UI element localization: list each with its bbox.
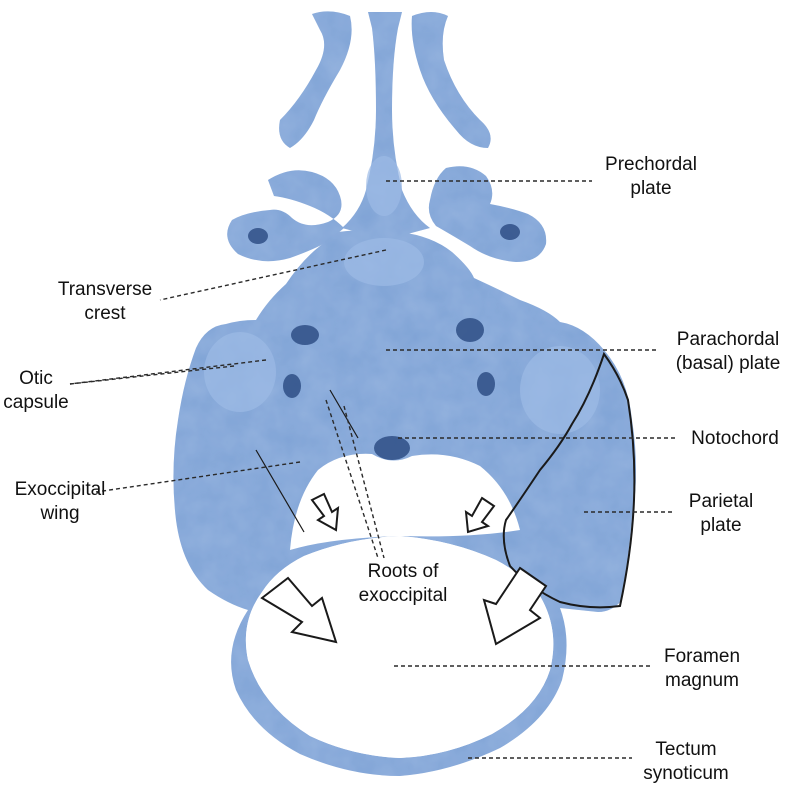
right-otic-foramen — [477, 372, 495, 396]
label-foramen-magnum: Foramen magnum — [654, 645, 750, 693]
label-roots-of-exoccipital: Roots of exoccipital — [346, 560, 460, 608]
left-nasal-cartilage — [279, 11, 352, 148]
label-exoccipital-wing: Exoccipital wing — [4, 478, 116, 526]
left-orbital-hole — [248, 228, 268, 244]
label-transverse-crest: Transverse crest — [38, 278, 172, 326]
label-tectum-synoticum: Tectum synoticum — [632, 738, 740, 786]
right-orbital-hole — [500, 224, 520, 240]
left-otic-highlight — [204, 332, 276, 412]
notochord-tip — [374, 436, 410, 460]
right-nasal-cartilage — [412, 12, 491, 148]
left-otic-fenestra — [291, 325, 319, 345]
label-parietal-plate: Parietal plate — [676, 490, 766, 538]
right-otic-fenestra — [456, 318, 484, 342]
left-otic-foramen — [283, 374, 301, 398]
label-otic-capsule: Otic capsule — [0, 367, 72, 415]
label-notochord: Notochord — [680, 427, 790, 451]
prechordal-highlight — [366, 156, 402, 216]
transverse-crest-highlight — [344, 238, 424, 286]
label-parachordal-plate: Parachordal (basal) plate — [660, 328, 796, 376]
label-prechordal-plate: Prechordal plate — [596, 153, 706, 201]
right-otic-highlight — [520, 346, 600, 434]
